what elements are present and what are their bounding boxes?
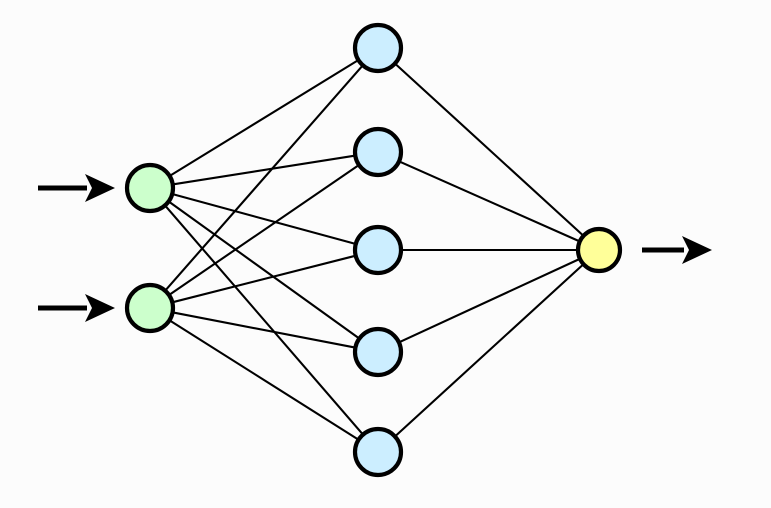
node-circle-h3[interactable] — [352, 224, 404, 276]
node-i2[interactable] — [124, 282, 176, 334]
input-arrow-1 — [38, 174, 115, 202]
edge-h2-o1 — [397, 159, 582, 243]
edges-group — [163, 58, 586, 442]
node-circle-o1[interactable] — [575, 226, 623, 274]
edge-i1-h2 — [170, 154, 358, 186]
edge-i2-h1 — [163, 63, 365, 293]
edge-i1-h3 — [170, 192, 358, 246]
edge-i1-h5 — [163, 203, 365, 437]
edge-i1-h1 — [167, 58, 361, 178]
node-circle-h1[interactable] — [352, 22, 404, 74]
output-arrow-head — [682, 236, 712, 264]
input-arrow-2-head — [85, 294, 115, 322]
edge-h1-o1 — [393, 61, 586, 238]
edge-h5-o1 — [393, 262, 586, 439]
node-circle-i2[interactable] — [124, 282, 176, 334]
input-arrow-1-head — [85, 174, 115, 202]
edge-h4-o1 — [396, 257, 582, 344]
edge-i2-h2 — [167, 163, 361, 297]
node-i1[interactable] — [124, 162, 176, 214]
edge-i2-h4 — [170, 311, 358, 349]
node-circle-h4[interactable] — [352, 326, 404, 378]
nodes-group — [124, 22, 623, 478]
node-h3[interactable] — [352, 224, 404, 276]
node-circle-h5[interactable] — [352, 426, 404, 478]
node-h2[interactable] — [352, 126, 404, 178]
node-o1[interactable] — [575, 226, 623, 274]
output-arrow — [642, 236, 712, 264]
node-circle-h2[interactable] — [352, 126, 404, 178]
node-h4[interactable] — [352, 326, 404, 378]
node-h1[interactable] — [352, 22, 404, 74]
node-h5[interactable] — [352, 426, 404, 478]
edge-i2-h3 — [170, 254, 358, 304]
node-circle-i1[interactable] — [124, 162, 176, 214]
edge-i2-h5 — [167, 318, 361, 442]
edge-i1-h4 — [166, 199, 362, 341]
io-arrows-group — [38, 174, 712, 322]
input-arrow-2 — [38, 294, 115, 322]
